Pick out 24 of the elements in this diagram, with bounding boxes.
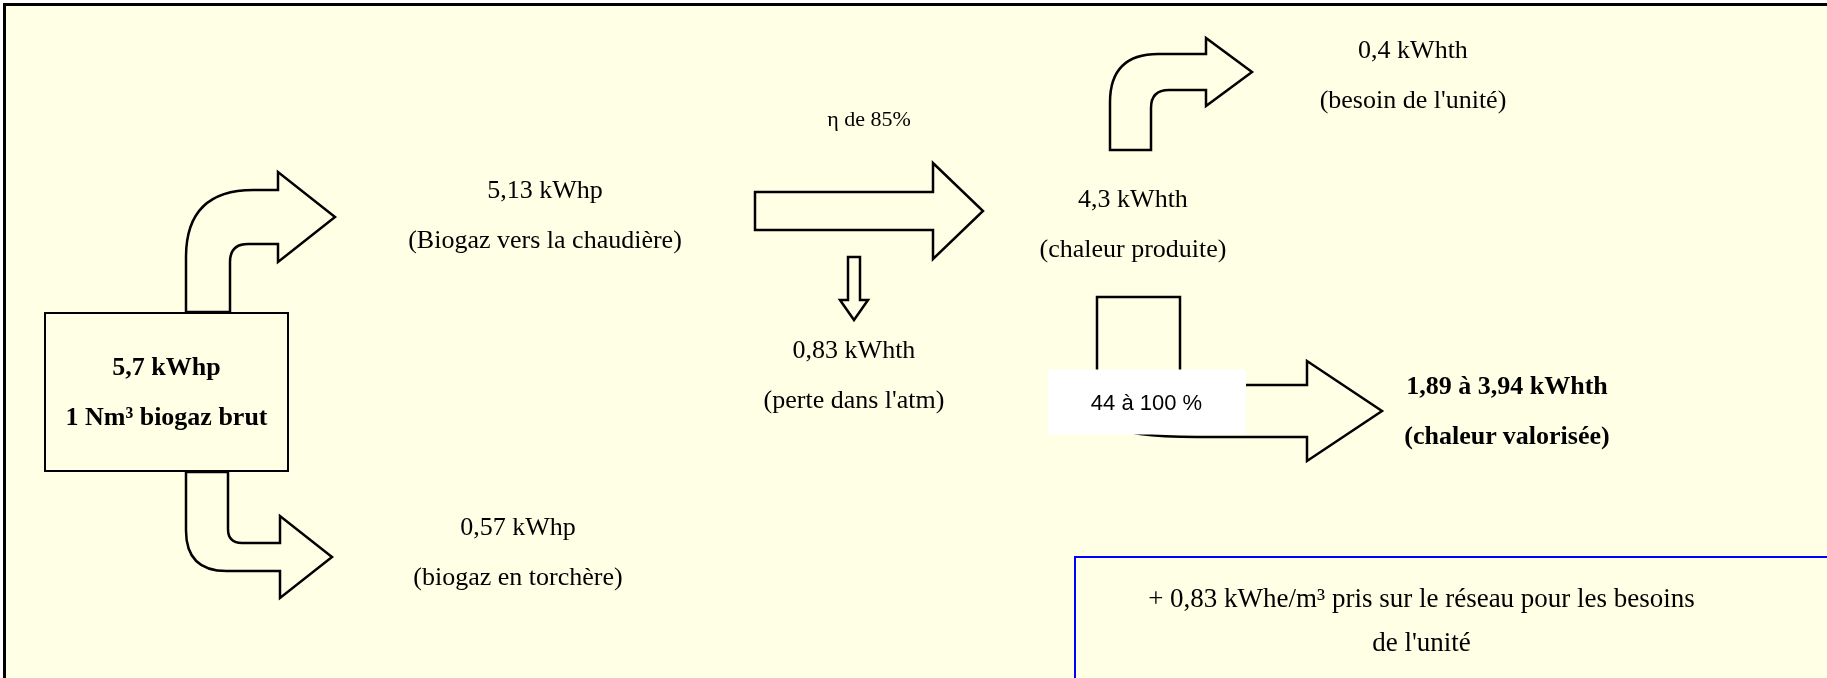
block-arrow	[1108, 36, 1254, 152]
description-text: (perte dans l'atm)	[762, 384, 946, 416]
value-text: 0,4 kWhth	[1357, 34, 1469, 66]
block-arrow	[184, 170, 337, 314]
value-text: 1,89 à 3,94 kWhth	[1405, 370, 1609, 402]
block-arrow	[837, 255, 871, 323]
source-box	[44, 312, 289, 472]
block-arrow	[753, 160, 985, 262]
value-text: 0,83 kWhth	[791, 334, 917, 366]
description-text: (chaleur produite)	[1038, 232, 1228, 265]
description-text: (biogaz en torchère)	[412, 561, 624, 593]
note-text: + 0,83 kWhe/m³ pris sur le réseau pour les besoins de l'unité	[1147, 582, 1696, 659]
description-text: 1 Nm³ biogaz brut	[64, 401, 269, 433]
value-text: 5,7 kWhp	[111, 351, 222, 383]
value-text: 5,13 kWhp	[486, 174, 604, 206]
value-text: 0,57 kWhp	[459, 511, 577, 543]
edge-label: 44 à 100 %	[1047, 369, 1246, 435]
description-text: (besoin de l'unité)	[1318, 84, 1508, 116]
value-text: 4,3 kWhth	[1077, 182, 1189, 215]
edge-label: η de 85%	[827, 106, 911, 132]
block-arrow	[184, 470, 334, 600]
description-text: (chaleur valorisée)	[1403, 420, 1611, 452]
note-box	[1074, 556, 1827, 678]
description-text: (Biogaz vers la chaudière)	[407, 224, 683, 256]
